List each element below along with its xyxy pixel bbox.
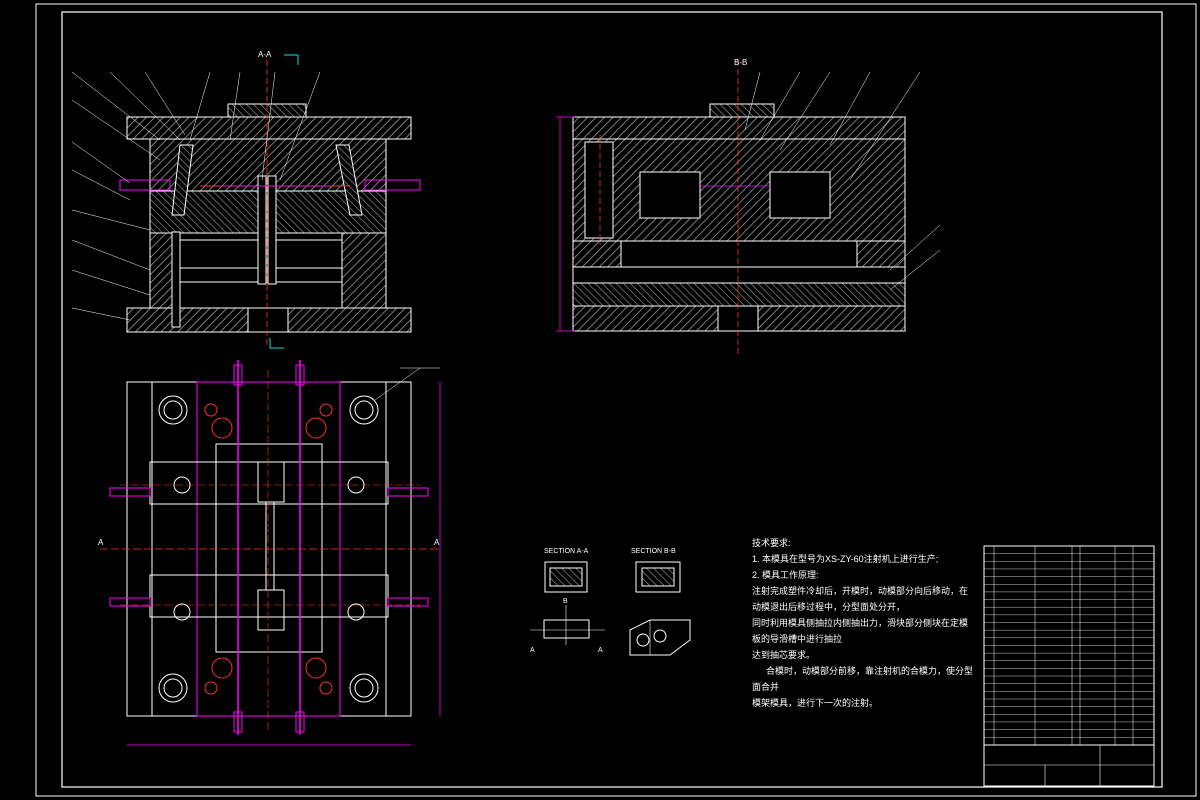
plan-view: [100, 360, 441, 746]
section-sketches: [530, 561, 691, 656]
tech-title: 技术要求:: [752, 538, 791, 548]
section-b-label: SECTION B-B: [631, 548, 676, 555]
section-a-mark-right: A: [598, 647, 603, 654]
section-a-mark-left: A: [530, 647, 535, 654]
tech-line: 板的导滑槽中进行抽拉: [752, 634, 843, 644]
top-section-mark-right: A: [434, 538, 440, 547]
sheet-outer-border: [35, 3, 1197, 797]
side-section-view: [556, 60, 941, 355]
front-section-view: [71, 54, 421, 349]
top-section-mark-left: A: [98, 538, 104, 547]
tech-line: 模架模具，进行下一次的注射。: [752, 698, 879, 708]
sheet-inner-border: [61, 11, 1163, 788]
title-block: [983, 545, 1155, 787]
tech-line: 达到抽芯要求。: [752, 650, 816, 660]
side-section-label: B-B: [734, 58, 748, 67]
tech-line: 动模退出后移过程中，分型面处分开，: [752, 602, 906, 612]
parts-list-rows: [984, 545, 1154, 738]
tech-line: 1. 本模具在型号为XS-ZY-60注射机上进行生产;: [752, 554, 939, 564]
tech-line: 合模时，动模部分前移，靠注射机的合模力，使分型: [766, 666, 974, 676]
technical-requirements: 技术要求: 1. 本模具在型号为XS-ZY-60注射机上进行生产; 2. 模具工…: [752, 535, 982, 711]
section-a-label: SECTION A-A: [544, 548, 589, 555]
tech-line: 2. 模具工作原理:: [752, 570, 819, 580]
tech-line: 面合并: [752, 682, 780, 692]
front-section-label: A-A: [258, 50, 272, 59]
tech-line: 注射完成塑件冷却后，开模时，动模部分向后移动，在: [752, 586, 969, 596]
section-a-mark-b: B: [563, 598, 568, 605]
tech-line: 同时利用模具侧抽拉内侧抽出力，滑块部分侧块在定模: [752, 618, 969, 628]
